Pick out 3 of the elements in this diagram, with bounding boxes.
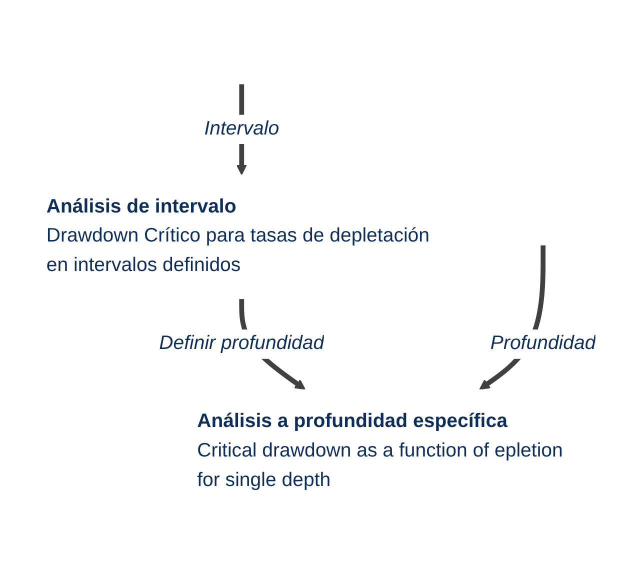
edge-label: Intervalo bbox=[204, 118, 280, 140]
node-text: Análisis de intervalo Drawdown Crítico para tasas de depletación en intervalos definidos bbox=[46, 196, 430, 276]
node-text: Análisis a profundidad específica Critical drawdown as a function of epletion for single depth bbox=[197, 411, 563, 491]
